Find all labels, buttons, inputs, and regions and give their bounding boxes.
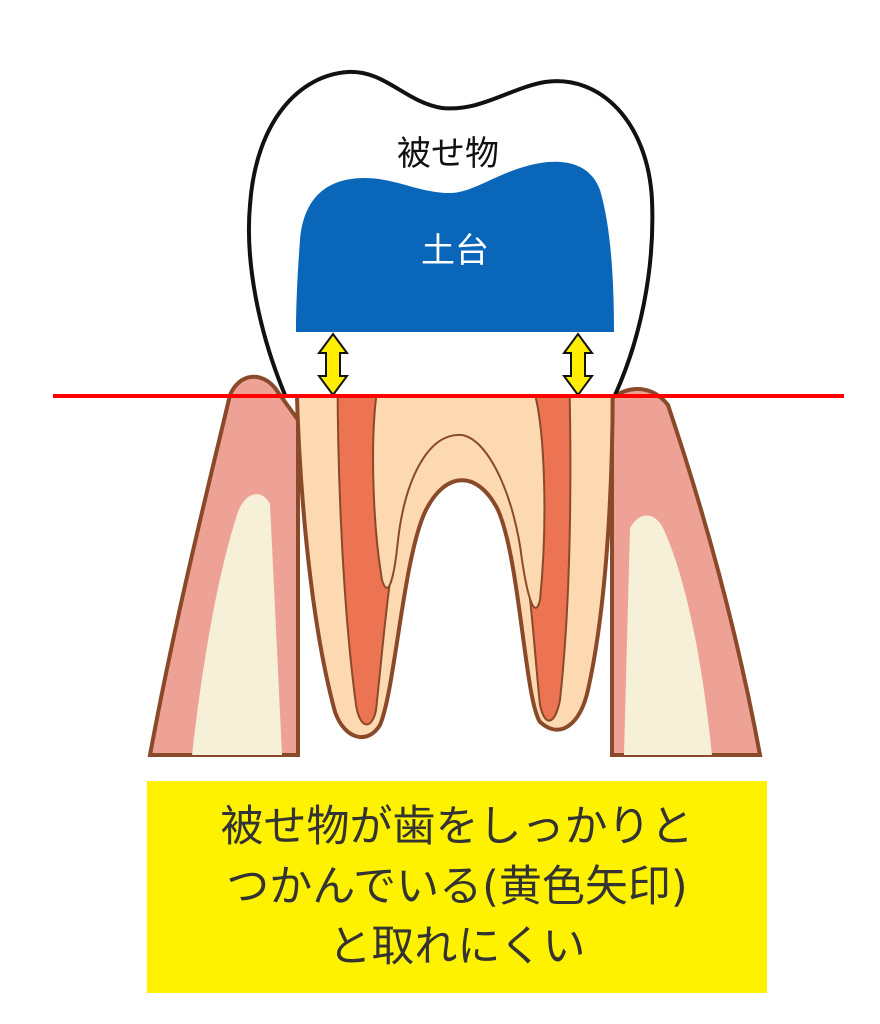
tooth-diagram: 被せ物 土台 [53, 69, 844, 757]
crown-label: 被せ物 [397, 134, 499, 174]
right-gum [610, 386, 763, 757]
core-post [296, 161, 614, 332]
left-bone [192, 494, 282, 755]
right-bone [624, 515, 712, 755]
caption-box: 被せ物が歯をしっかりと つかんでいる(黄色矢印) と取れにくい [147, 781, 767, 993]
caption-line-3: と取れにくい [328, 922, 586, 972]
caption-line-2: つかんでいる(黄色矢印) [226, 862, 688, 912]
core-label: 土台 [421, 231, 489, 271]
caption-line-1: 被せ物が歯をしっかりと [220, 802, 694, 852]
left-gum [147, 374, 300, 757]
